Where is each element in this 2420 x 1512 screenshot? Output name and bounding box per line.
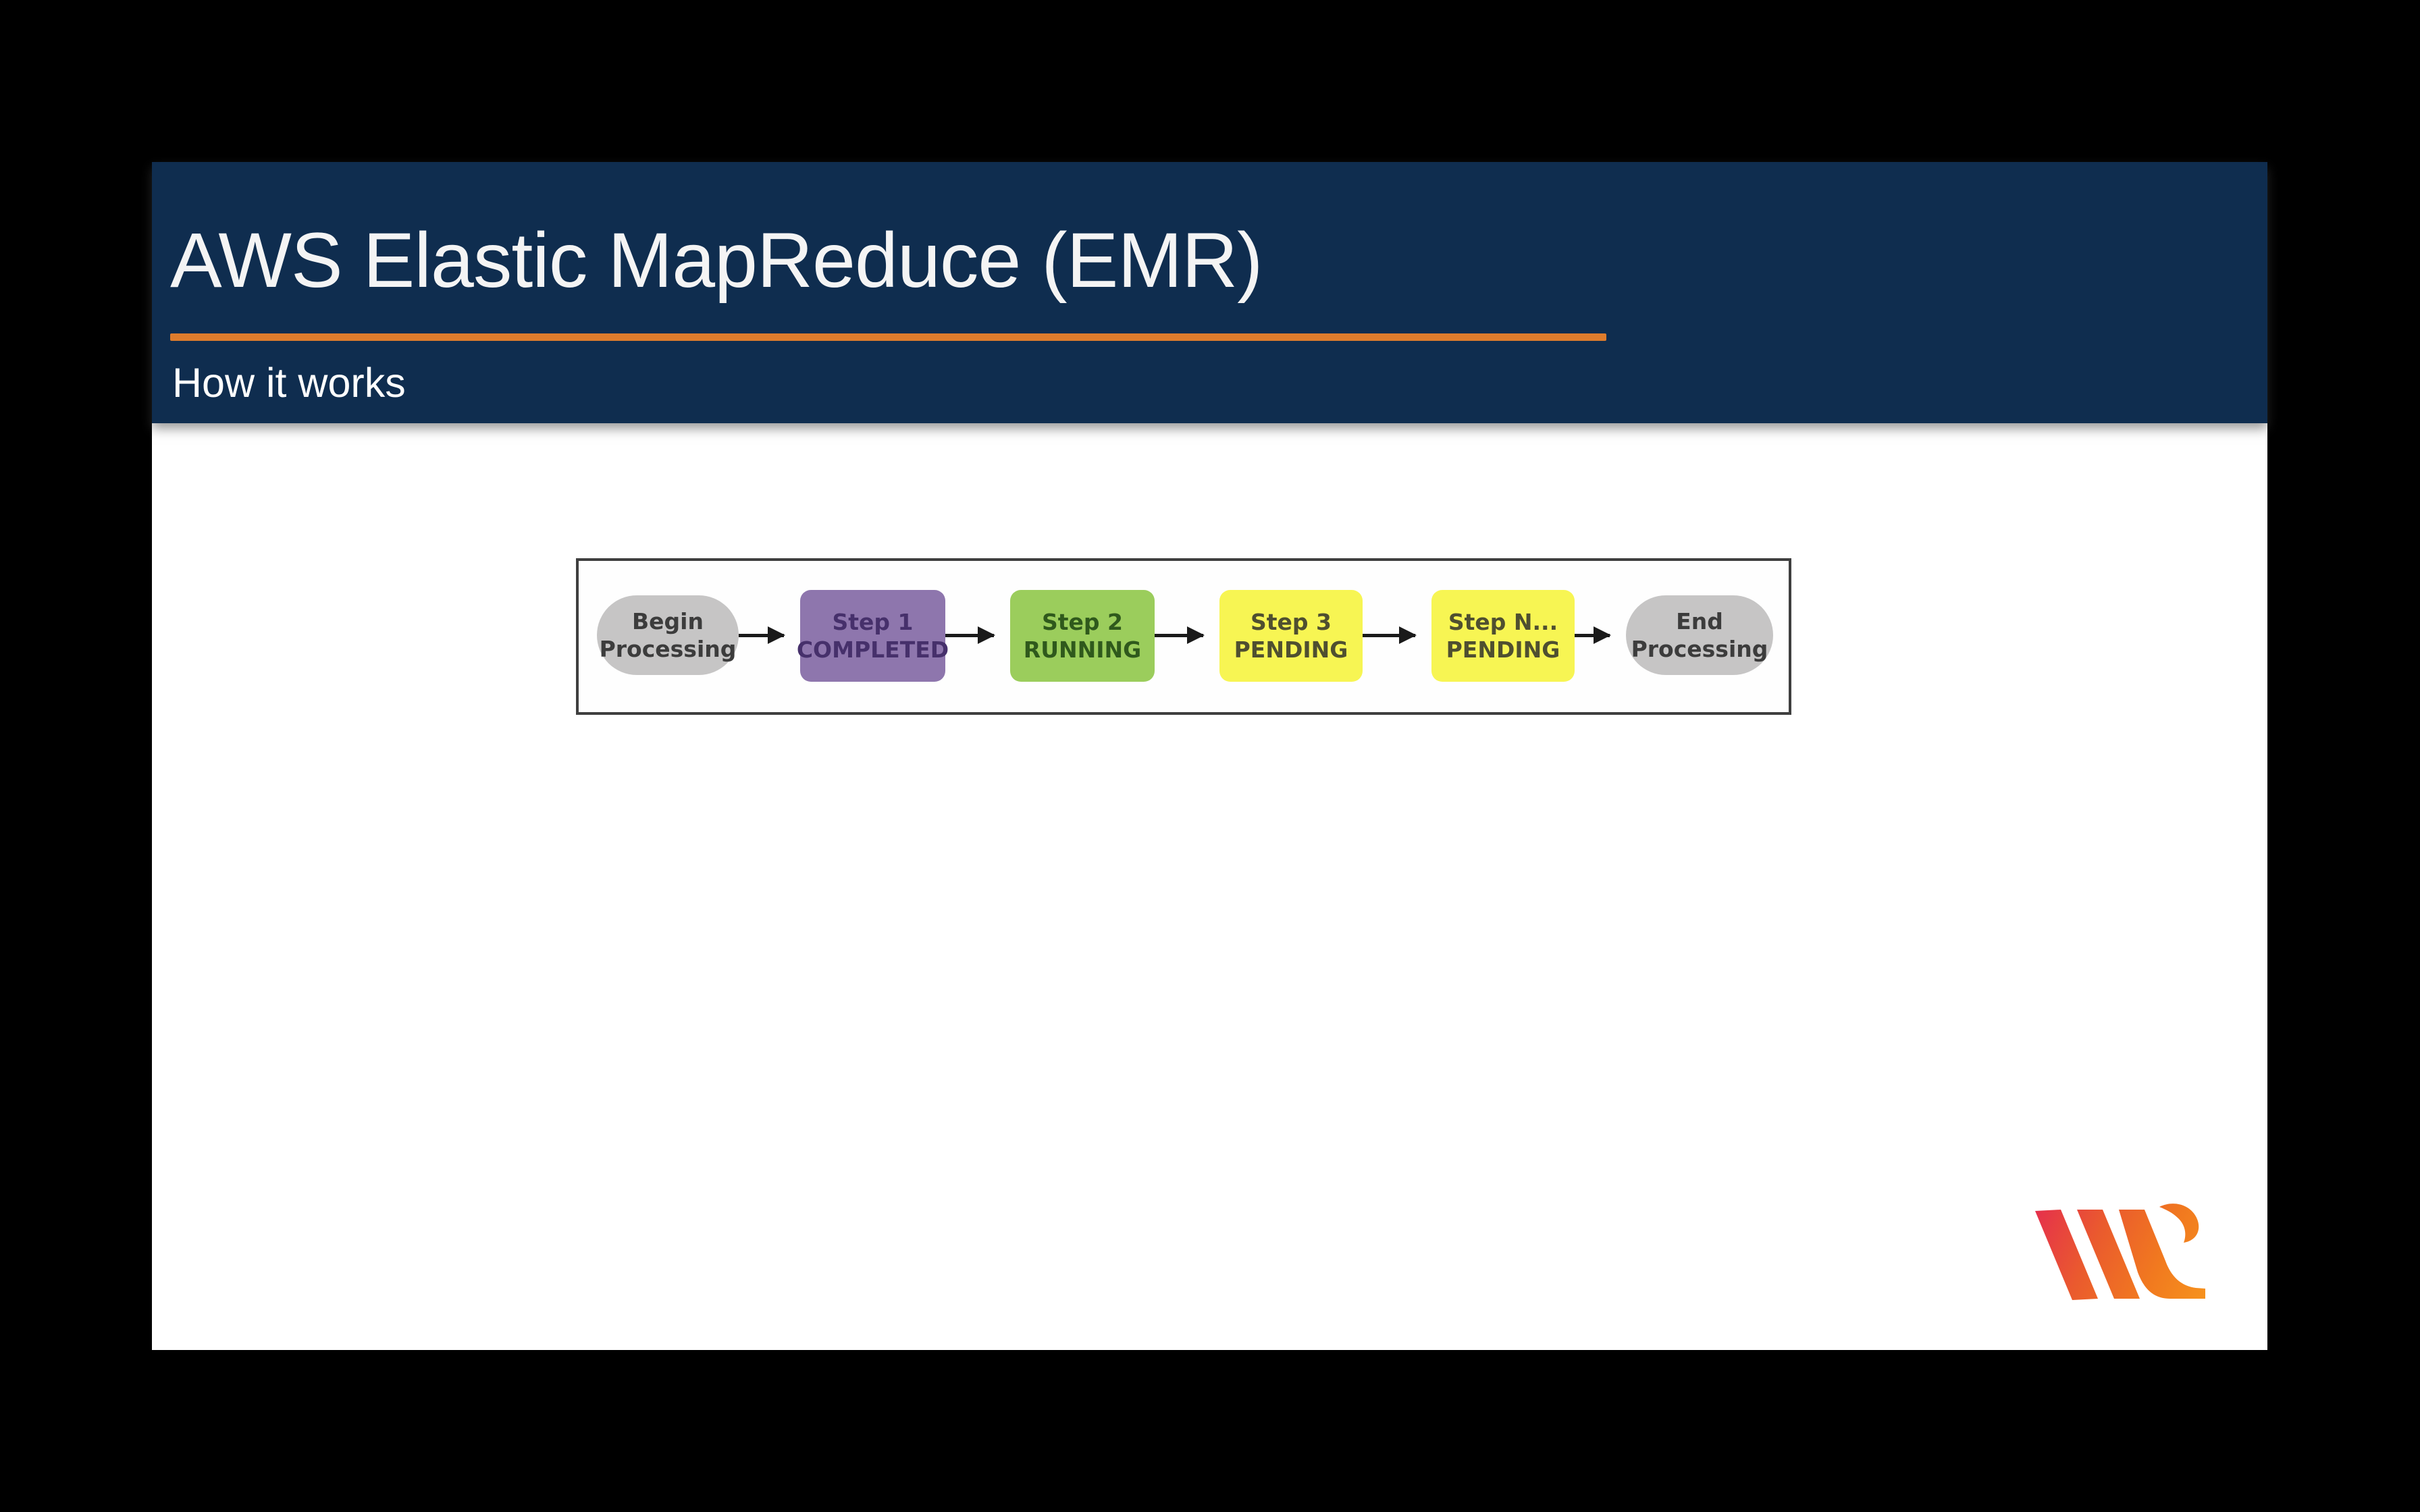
- arrow-head-icon: [978, 626, 995, 644]
- node-label-line1: Step 2: [1042, 609, 1123, 635]
- flow-node-step-n: Step N...PENDING: [1431, 590, 1575, 682]
- node-label-line1: Step 3: [1251, 609, 1332, 635]
- logo-stroke-3: [2119, 1210, 2205, 1299]
- node-label-line2: PENDING: [1234, 637, 1348, 663]
- arrow-right-icon: [1575, 626, 1611, 644]
- slide-subtitle: How it works: [172, 360, 406, 406]
- arrow-head-icon: [1594, 626, 1611, 644]
- node-label-line2: Processing: [1631, 636, 1768, 662]
- arrow-head-icon: [1399, 626, 1417, 644]
- slide-title: AWS Elastic MapReduce (EMR): [170, 217, 1263, 304]
- arrow-head-icon: [768, 626, 785, 644]
- arrow-right-icon: [739, 626, 785, 644]
- node-label-line1: Step N...: [1448, 609, 1558, 635]
- arrow-right-icon: [945, 626, 995, 644]
- node-label-line1: Begin: [632, 608, 704, 634]
- whizlabs-logo: [2035, 1204, 2205, 1300]
- node-label-line2: PENDING: [1446, 637, 1560, 663]
- node-label-line2: COMPLETED: [796, 637, 949, 663]
- arrow-right-icon: [1363, 626, 1417, 644]
- node-label-line2: RUNNING: [1023, 637, 1142, 663]
- node-label-line1: Step 1: [832, 609, 914, 635]
- logo-comma: [2159, 1204, 2199, 1243]
- slide-header: AWS Elastic MapReduce (EMR) How it works: [152, 162, 2267, 423]
- node-label-line2: Processing: [599, 636, 737, 662]
- arrow-right-icon: [1155, 626, 1205, 644]
- node-label-line1: End: [1676, 608, 1723, 634]
- presentation-slide: AWS Elastic MapReduce (EMR) How it works…: [152, 162, 2267, 1350]
- logo-stroke-2: [2077, 1210, 2140, 1299]
- logo-stroke-1: [2035, 1210, 2098, 1300]
- accent-rule: [170, 333, 1606, 341]
- arrow-head-icon: [1187, 626, 1205, 644]
